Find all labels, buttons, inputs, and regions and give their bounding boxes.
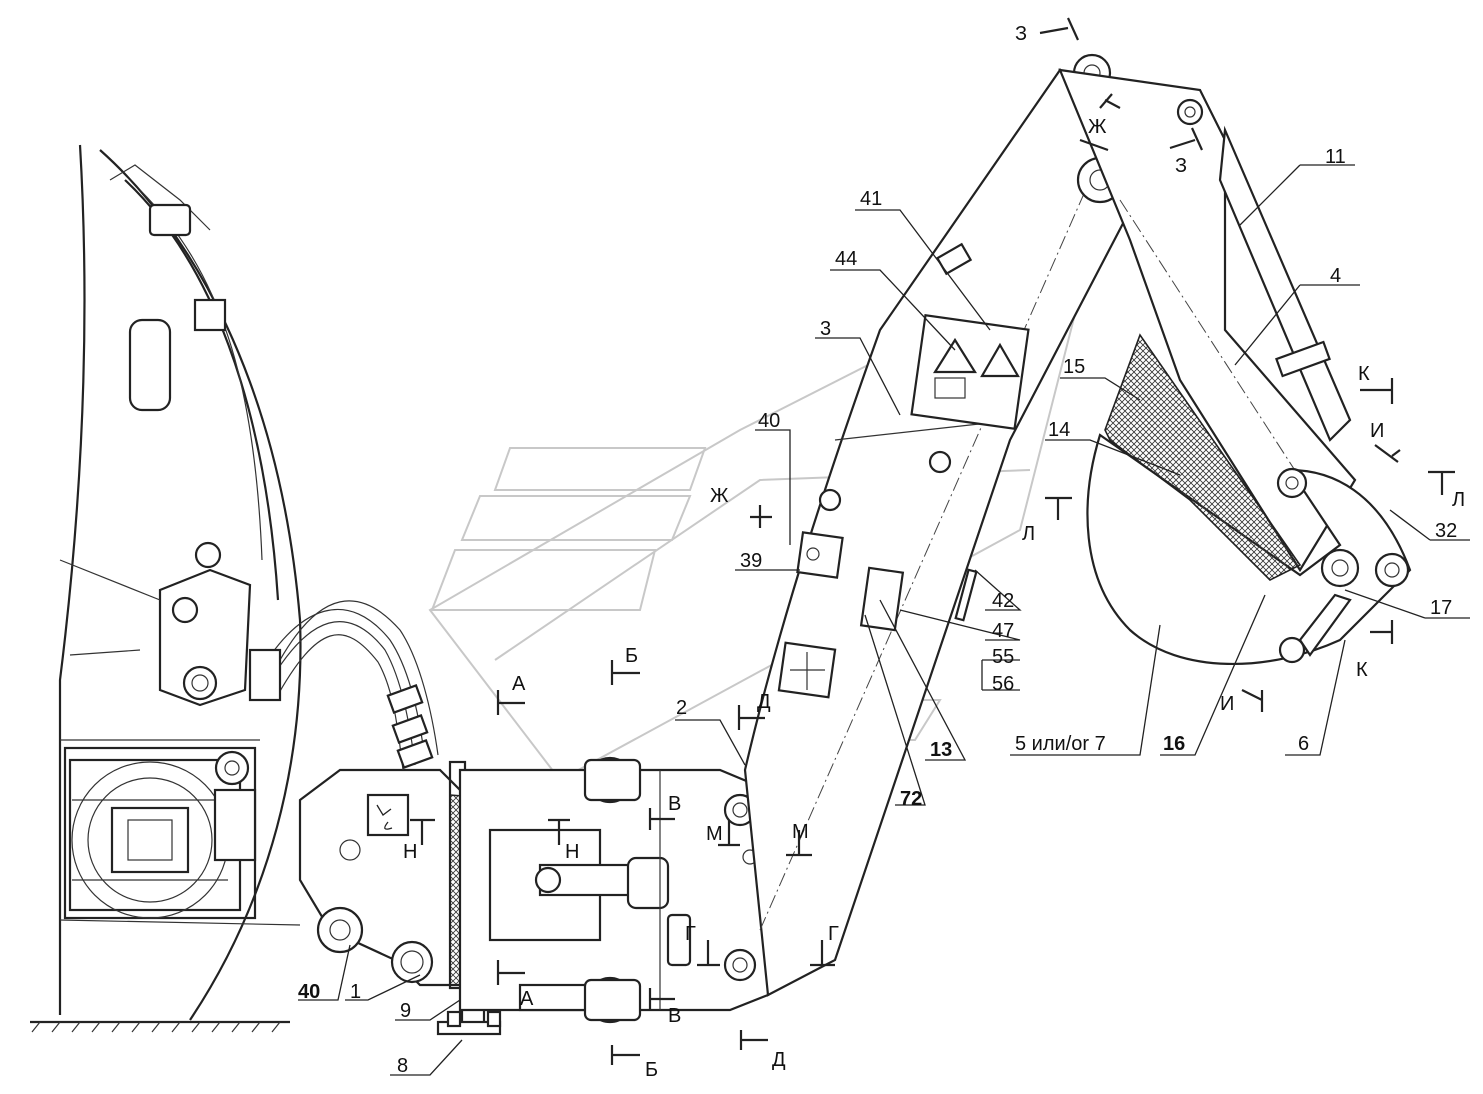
- label-part-3: 3: [820, 318, 831, 340]
- section-Zh-top: Ж: [1088, 116, 1107, 138]
- part-number-labels: 11 4 41 44 3 15 14 32 17 40 39 42 47 55 …: [298, 146, 1457, 1077]
- label-part-40-bottom: 40: [298, 981, 320, 1003]
- section-B-bottom: Б: [645, 1059, 658, 1081]
- section-V-bottom: В: [668, 1005, 681, 1027]
- label-part-5-or-7: 5 или/or 7: [1015, 733, 1106, 755]
- label-part-15: 15: [1063, 356, 1085, 378]
- label-part-4: 4: [1330, 265, 1341, 287]
- bucket: [1086, 333, 1412, 665]
- label-part-11: 11: [1325, 146, 1346, 168]
- section-V-top: В: [668, 793, 681, 815]
- section-D-bottom: Д: [772, 1049, 786, 1071]
- label-part-6: 6: [1298, 733, 1309, 755]
- section-G-right: Г: [828, 923, 839, 945]
- section-L-right: Л: [1452, 489, 1465, 511]
- tractor-body: [58, 144, 302, 1021]
- label-part-13: 13: [930, 739, 952, 761]
- label-part-1: 1: [350, 981, 361, 1003]
- section-N-left: Н: [403, 841, 417, 863]
- label-part-17: 17: [1430, 597, 1452, 619]
- label-part-2: 2: [676, 697, 687, 719]
- section-B-top: Б: [625, 645, 638, 667]
- section-I-right: И: [1370, 420, 1384, 442]
- section-K-bottom: К: [1356, 659, 1368, 681]
- section-A-bottom: А: [520, 988, 534, 1010]
- swing-frame: [458, 756, 770, 1024]
- section-A-top: А: [512, 673, 526, 695]
- ground-line: [30, 1020, 290, 1033]
- section-N-right: Н: [565, 841, 579, 863]
- label-part-39: 39: [740, 550, 762, 572]
- section-M-right: М: [792, 821, 809, 843]
- label-part-14: 14: [1048, 419, 1070, 441]
- label-part-72: 72: [900, 788, 922, 810]
- label-part-9: 9: [400, 1000, 411, 1022]
- label-part-56: 56: [992, 673, 1014, 695]
- label-part-8: 8: [397, 1055, 408, 1077]
- label-part-41: 41: [860, 188, 882, 210]
- dipper-arm: [1058, 68, 1357, 573]
- label-part-16: 16: [1163, 733, 1185, 755]
- label-part-42: 42: [992, 590, 1014, 612]
- section-G-left: Г: [685, 923, 696, 945]
- label-part-44: 44: [835, 248, 857, 270]
- label-part-55: 55: [992, 646, 1014, 668]
- leader-lines: [298, 164, 1470, 1076]
- section-I-bottom: И: [1220, 693, 1234, 715]
- section-Z-right: З: [1175, 155, 1187, 177]
- section-Z-top: З: [1015, 23, 1027, 45]
- section-K-top: К: [1358, 363, 1370, 385]
- label-part-32: 32: [1435, 520, 1457, 542]
- section-arrows: [410, 17, 1455, 1065]
- section-D-top: Д: [757, 691, 771, 713]
- section-M-left: М: [706, 823, 723, 845]
- section-L-left: Л: [1022, 523, 1035, 545]
- section-Zh-left: Ж: [710, 485, 729, 507]
- warning-decals: [777, 314, 1030, 699]
- section-letter-labels: А А Б Б В В Г Г Д Д Ж Ж З З И И К К Л Л …: [403, 23, 1465, 1081]
- label-part-40-top: 40: [758, 410, 780, 432]
- label-part-47: 47: [992, 620, 1014, 642]
